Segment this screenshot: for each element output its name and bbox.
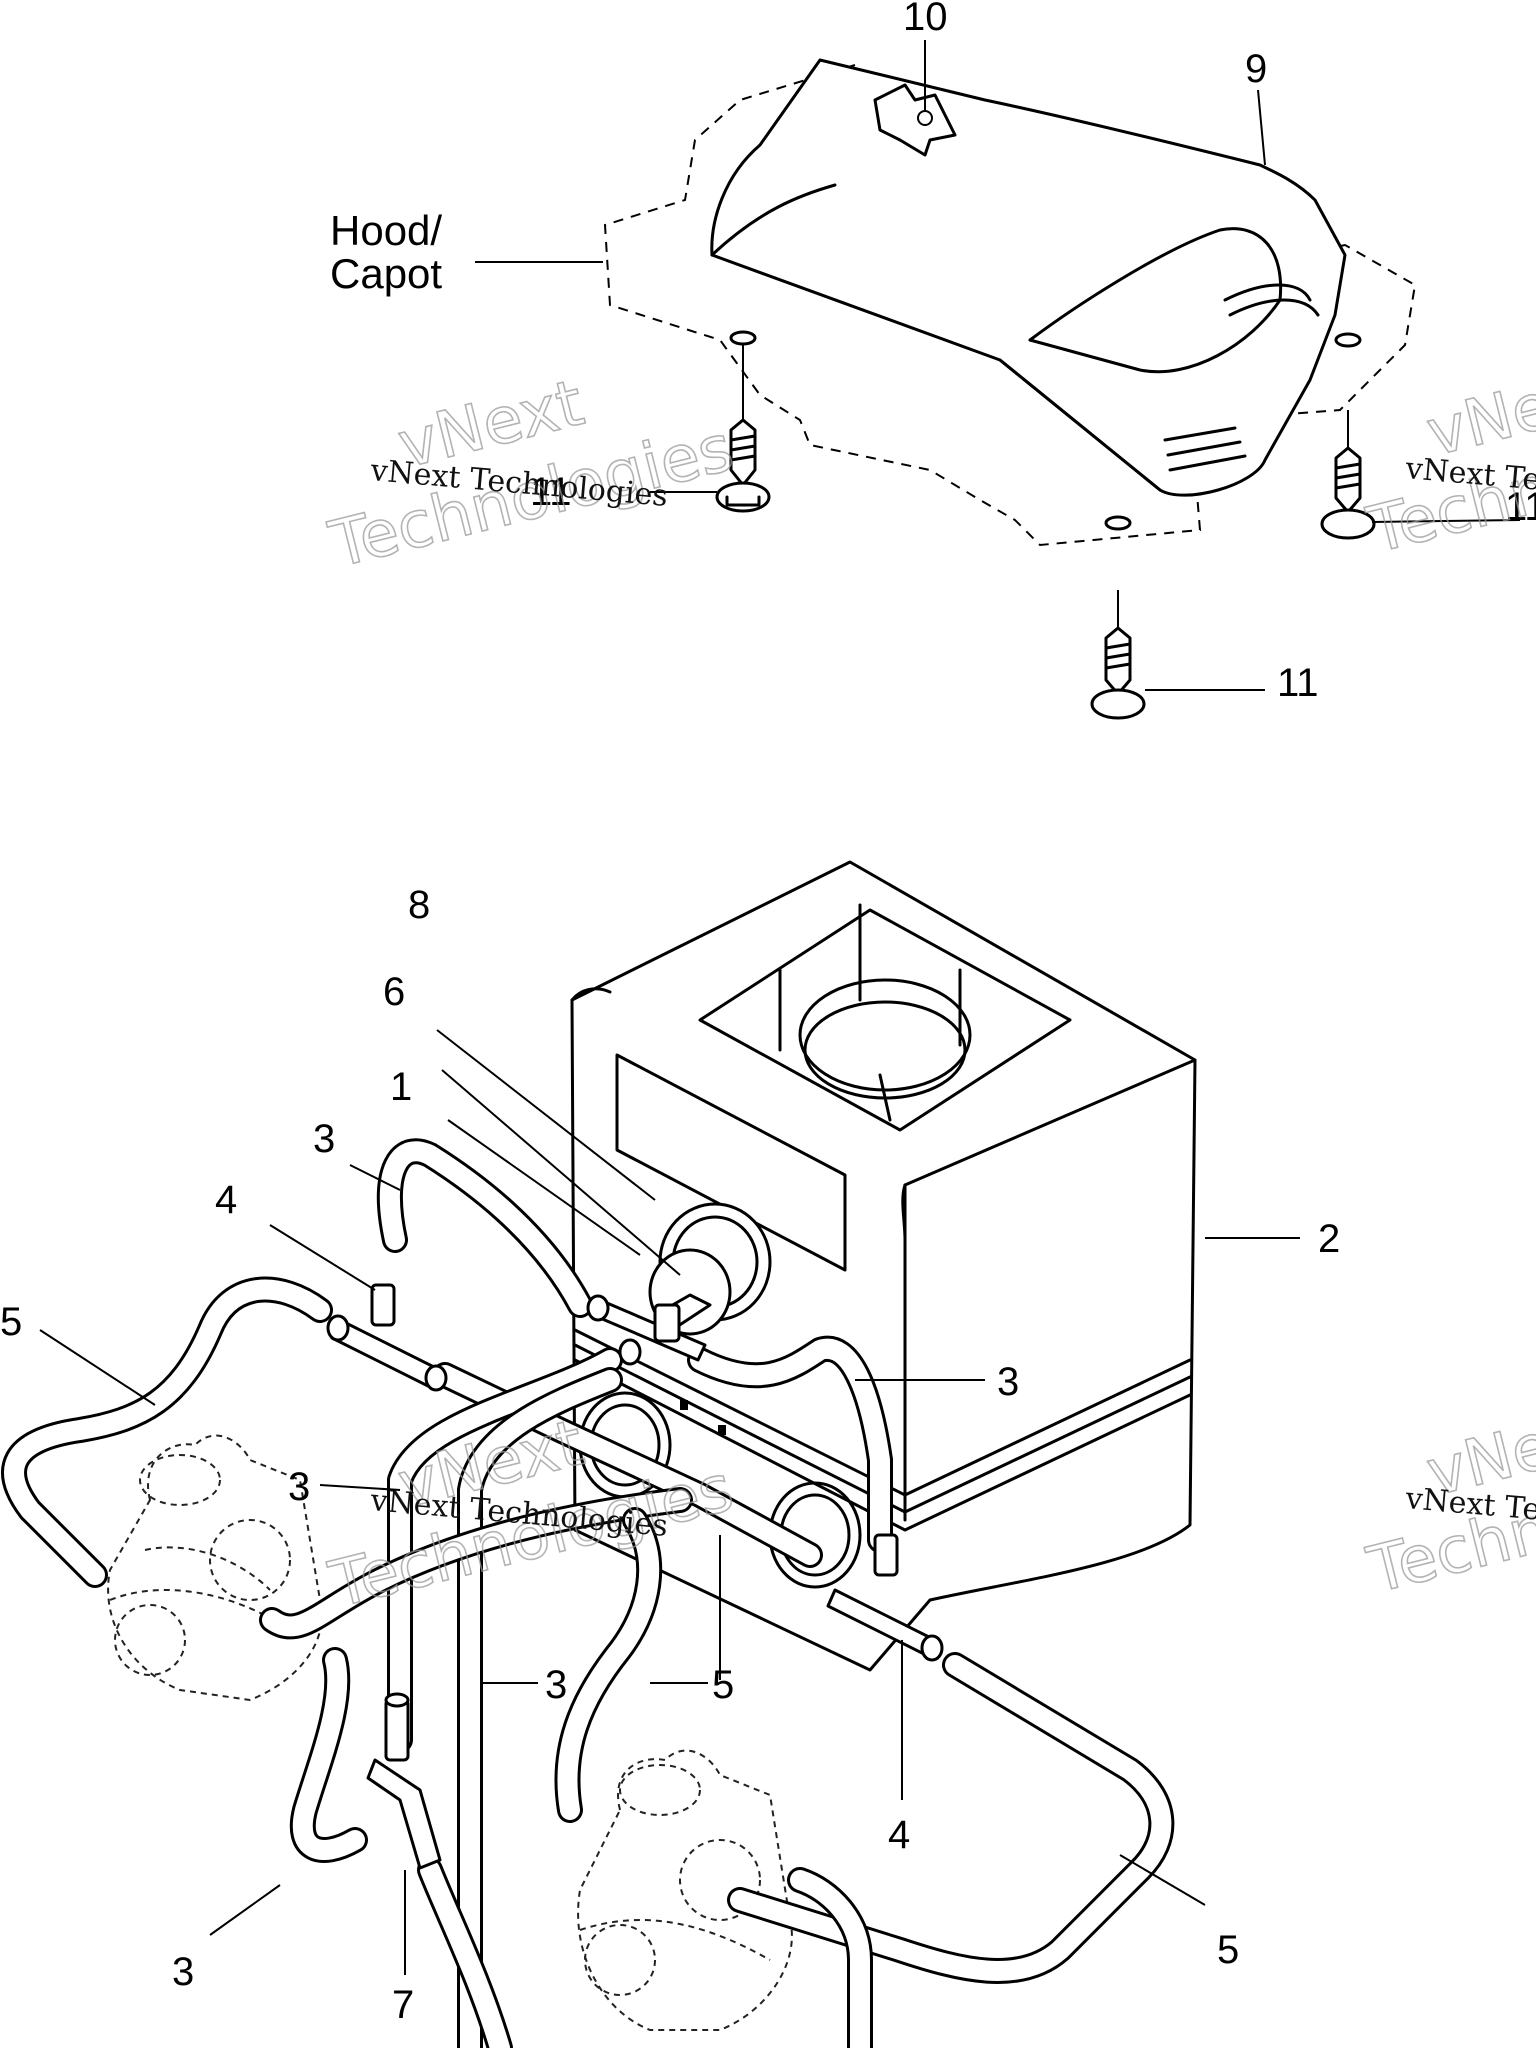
hood-shell (710, 58, 1347, 497)
callout-3-top: 3 (313, 1117, 335, 1161)
t-fitting-bottom (826, 1533, 944, 1662)
callout-11-left: 11 (530, 470, 572, 514)
callout-3-mid: 3 (288, 1465, 310, 1509)
hood-label-line2: Capot (330, 250, 442, 297)
screw-left (715, 345, 771, 513)
callout-6: 6 (383, 970, 405, 1014)
screw-right (1320, 410, 1376, 540)
callout-5-center: 5 (712, 1663, 734, 1707)
callout-3-right: 3 (997, 1360, 1019, 1404)
callout-4-bottom: 4 (888, 1813, 910, 1857)
callout-7: 7 (392, 1983, 414, 2027)
callout-3-center: 3 (545, 1663, 567, 1707)
label-plate (615, 1053, 847, 1272)
callout-11-bottom: 11 (1277, 661, 1319, 705)
t-fitting-left (326, 1283, 448, 1392)
y-fitting-7 (366, 1692, 442, 1870)
oil-tank (570, 860, 1197, 1672)
hood-label-line1: Hood/ (330, 207, 442, 254)
emblem-decal (873, 83, 957, 157)
callout-5-left: 5 (0, 1300, 22, 1344)
callout-10: 10 (903, 0, 948, 39)
callout-3-bottom: 3 (172, 1950, 194, 1994)
callout-2: 2 (1318, 1217, 1340, 1261)
callout-1: 1 (390, 1065, 412, 1109)
hoses (1, 1138, 1175, 2053)
callout-9: 9 (1245, 47, 1267, 91)
screw-bottom (1090, 590, 1146, 720)
callout-4-left: 4 (215, 1178, 237, 1222)
pump-right-ghost (577, 1749, 793, 2031)
hood-assembly (603, 58, 1417, 547)
t-fitting-sensor (586, 1294, 707, 1366)
callout-5-bottom: 5 (1217, 1928, 1239, 1972)
hood-dashed-outline (603, 64, 1417, 547)
pump-left-ghost (107, 1434, 323, 1702)
watermark-top: vNext Technologies (322, 366, 741, 584)
callout-11-right: 11 (1505, 485, 1536, 529)
callout-8: 8 (408, 883, 430, 927)
